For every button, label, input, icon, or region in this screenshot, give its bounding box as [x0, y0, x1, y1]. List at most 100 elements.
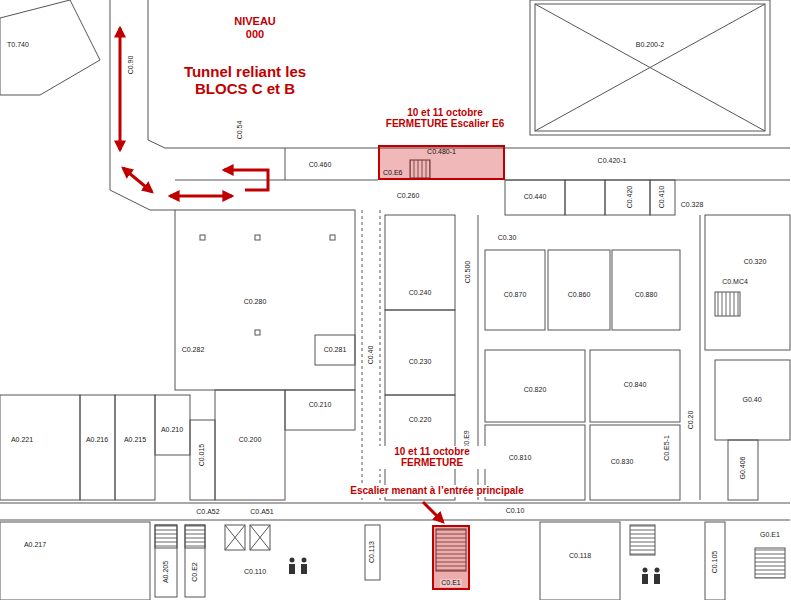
toilet-icon	[643, 568, 648, 573]
room-number: C0.830	[611, 458, 634, 466]
room-wall	[365, 525, 380, 580]
route-arrow	[119, 28, 122, 150]
room-wall	[728, 440, 758, 500]
room-number: C0.MC4	[722, 278, 748, 286]
callout-note: 10 et 11 octobre FERMETURE Escalier E6	[385, 107, 505, 130]
corridor-wall	[700, 215, 701, 500]
stair-symbol	[630, 525, 655, 555]
room-number: C0.240	[409, 289, 432, 297]
room-number: C0.A51	[250, 508, 273, 516]
room-number: C0.880	[635, 291, 658, 299]
room-number: A0.205	[162, 561, 170, 583]
room-number: C0.460	[309, 161, 332, 169]
room-number: C0.260	[397, 192, 420, 200]
room-wall	[0, 522, 150, 600]
column	[255, 330, 260, 335]
toilet-icon	[654, 574, 660, 584]
column	[330, 235, 335, 240]
corridor-wall	[175, 180, 378, 181]
room-number: A0.216	[86, 436, 108, 444]
stair-symbol	[755, 548, 785, 578]
room-number: C0.440	[524, 193, 547, 201]
partition-wall	[285, 148, 286, 180]
room-wall	[605, 180, 650, 215]
room-number: C0.420-1	[598, 157, 627, 165]
route-arrow	[170, 195, 232, 198]
cross-mark	[535, 4, 765, 131]
room-number: C0.220	[409, 416, 432, 424]
room-wall	[175, 210, 355, 390]
room-number: C0.A52	[196, 508, 219, 516]
room-wall	[715, 360, 790, 440]
room-wall	[185, 525, 205, 597]
callout-note: Escalier menant à l’entrée principale	[320, 485, 554, 497]
corridor-wall	[0, 520, 790, 521]
route-arrow	[224, 170, 268, 190]
room-wall	[505, 180, 565, 215]
building-outline	[0, 0, 100, 95]
room-number: C0.E6	[382, 169, 403, 177]
column	[200, 235, 205, 240]
room-number: A0.221	[11, 436, 33, 444]
room-number: C0.200	[239, 436, 262, 444]
room-number: C0.015	[198, 444, 206, 467]
room-number: A0.217	[24, 541, 46, 549]
callout-note: NIVEAU 000	[225, 15, 285, 40]
callout-note: 10 et 11 octobre FERMETURE	[370, 446, 494, 469]
room-wall	[705, 215, 790, 350]
closed-stair-area: C0.E1	[432, 525, 470, 590]
room-wall	[612, 250, 680, 330]
room-number: G0.E1	[760, 531, 780, 539]
room-number: C0.210	[309, 401, 332, 409]
room-number: C0.840	[624, 381, 647, 389]
room-wall	[535, 4, 765, 131]
room-wall	[0, 395, 80, 500]
room-number: C0.E1	[440, 579, 461, 587]
room-number: C0.E5-1	[663, 435, 671, 461]
corridor-wall	[0, 503, 790, 504]
room-wall	[385, 215, 455, 310]
room-number: C0.118	[569, 552, 591, 560]
room-wall	[190, 420, 215, 500]
room-wall	[590, 425, 680, 500]
room-number: C0.328	[681, 201, 704, 209]
room-number: C0.420	[626, 186, 634, 209]
room-number: B0.200-2	[634, 41, 666, 49]
elevator-symbol	[250, 525, 270, 550]
room-wall	[540, 522, 620, 600]
room-wall	[80, 395, 115, 500]
room-wall	[485, 350, 585, 422]
room-wall	[590, 350, 680, 422]
route-arrow	[123, 168, 152, 192]
room-number: C0.500	[464, 261, 472, 284]
room-number: C0.410	[658, 186, 666, 209]
tunnel-wall	[110, 0, 175, 210]
room-number: C0.810	[509, 454, 532, 462]
room-number: C0.30	[498, 234, 517, 242]
room-number: C0.282	[182, 346, 205, 354]
room-wall	[485, 250, 545, 330]
cross-mark	[535, 4, 765, 131]
room-number: C0.E2	[191, 562, 199, 581]
column	[255, 235, 260, 240]
room-wall	[215, 390, 285, 500]
tunnel-wall	[148, 0, 790, 148]
room-wall	[565, 180, 605, 215]
room-number: C0.820	[524, 386, 547, 394]
stair-symbol	[155, 525, 177, 548]
room-number: C0.860	[568, 291, 591, 299]
elevator-symbol	[250, 525, 270, 550]
stair-symbol	[185, 525, 205, 548]
room-wall	[548, 250, 610, 330]
room-number: C0.480-1	[426, 148, 457, 156]
leader-arrow	[423, 502, 443, 522]
room-number: C0.230	[409, 358, 432, 366]
room-number: C0.280	[244, 298, 267, 306]
stair-symbol	[715, 292, 740, 316]
closed-stair-area: C0.480-1C0.E6	[378, 145, 505, 180]
room-number: G0.406	[739, 457, 747, 480]
room-wall	[285, 390, 355, 430]
room-wall	[315, 335, 355, 365]
